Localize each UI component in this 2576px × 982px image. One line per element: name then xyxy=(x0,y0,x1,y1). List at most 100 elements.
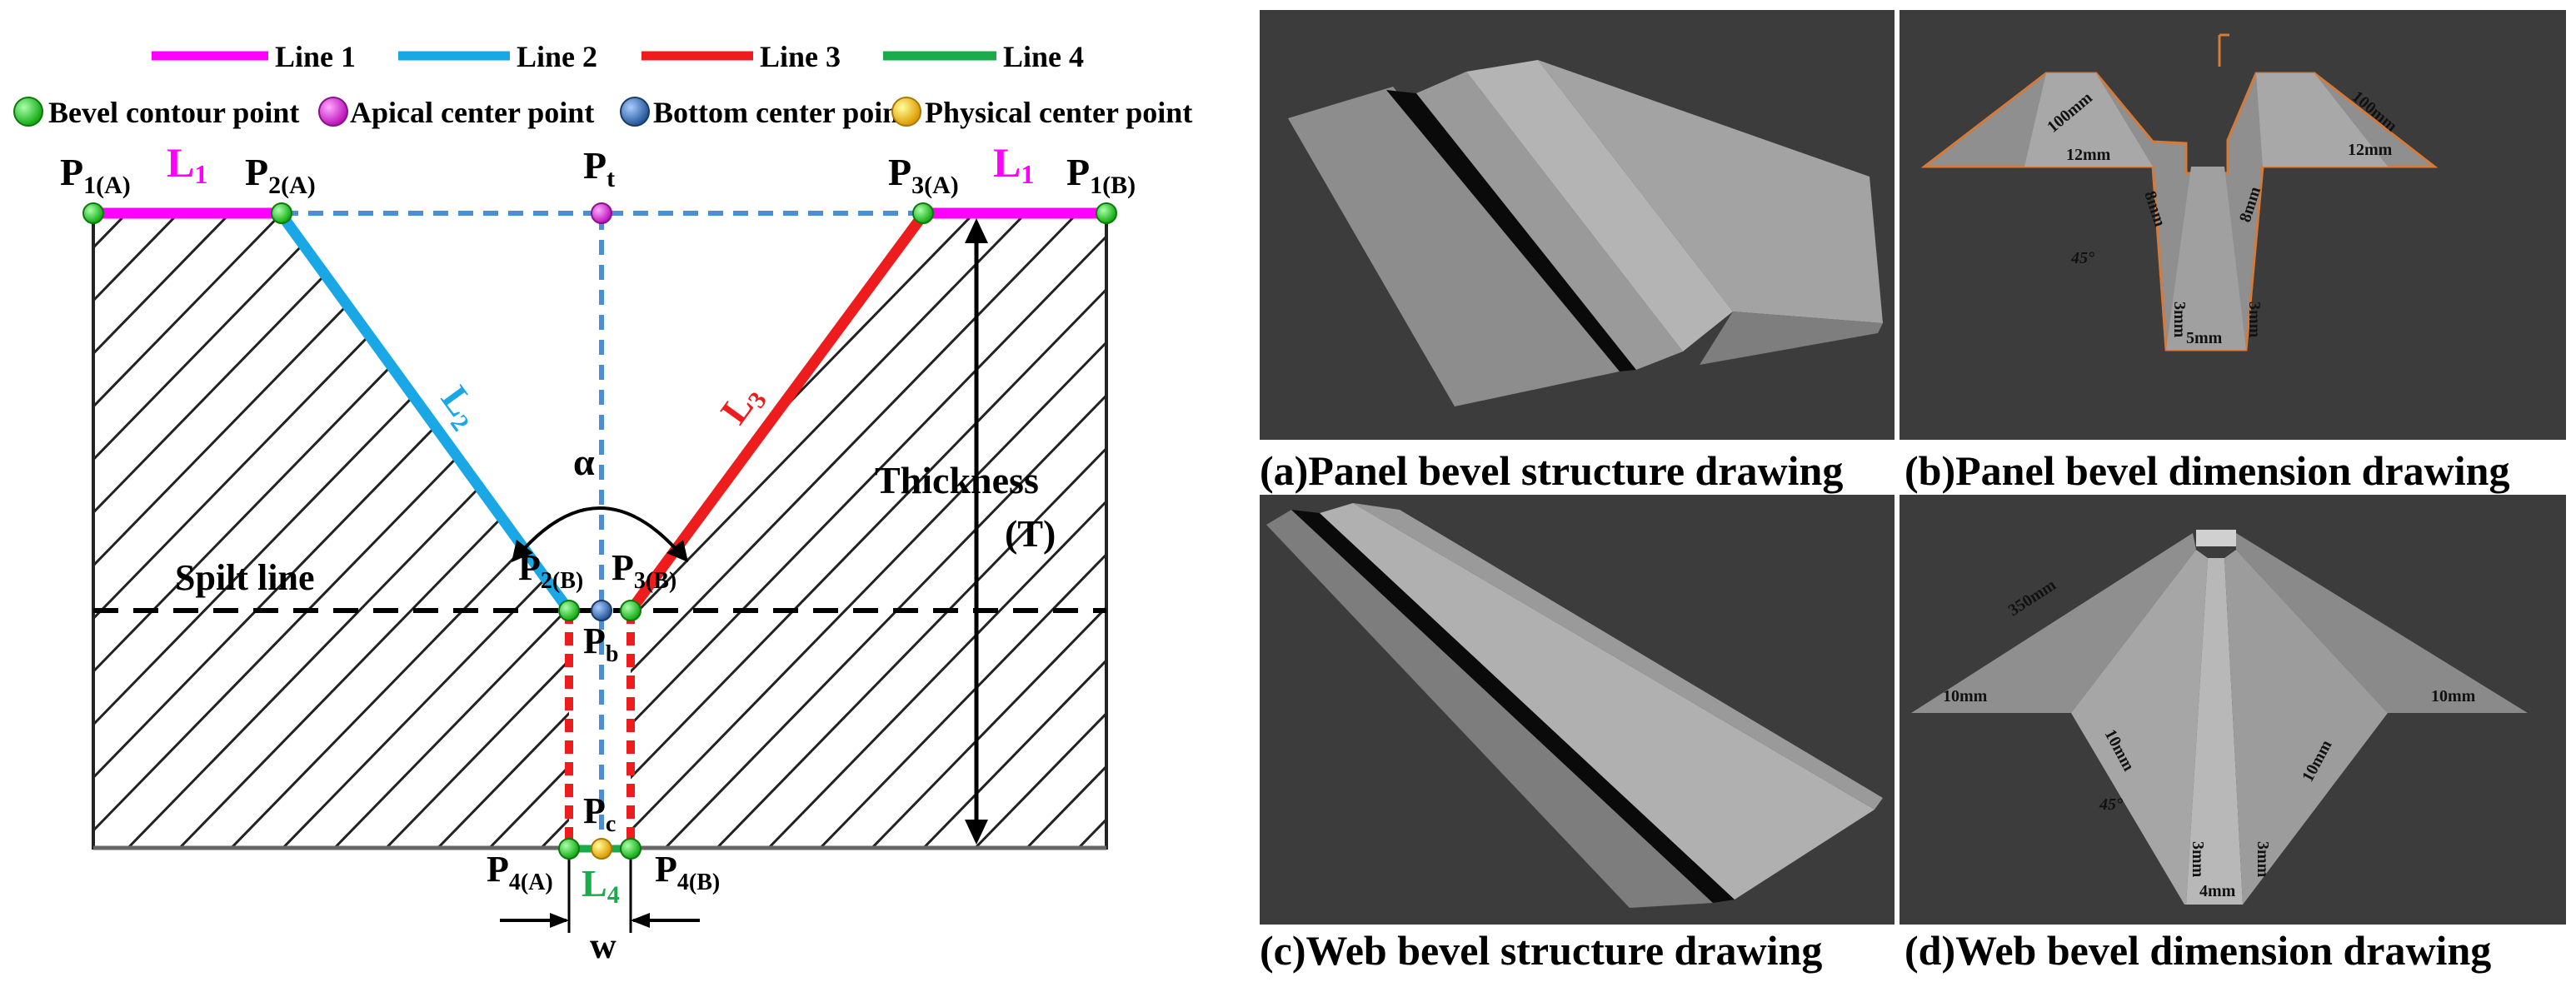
legend-contour-point-label: Bevel contour point xyxy=(48,96,299,129)
panel-d-dim-4: 4mm xyxy=(2199,882,2236,900)
point-p4b xyxy=(620,838,642,860)
hatch-line xyxy=(272,215,569,848)
legend-apical-point-label: Apical center point xyxy=(350,96,594,129)
label-pb: Pb xyxy=(583,621,618,667)
hatch-line xyxy=(427,215,569,848)
panel-d-left-inner xyxy=(2071,550,2208,905)
panel-d-right-face xyxy=(2236,533,2528,713)
hatch-line xyxy=(0,208,28,858)
point-p1b xyxy=(1096,202,1117,224)
panel-d-root xyxy=(2186,558,2243,905)
panel-a-edge xyxy=(1700,312,1883,365)
point-pb xyxy=(591,600,612,621)
legend-physical-point-icon xyxy=(891,97,921,127)
hatch-line xyxy=(93,215,133,848)
panel-a-top-face xyxy=(1466,60,1733,351)
hatch-line xyxy=(631,215,877,848)
panel-b-dim-45: 45° xyxy=(2070,249,2094,267)
panel-d-caption: (d)Web bevel dimension drawing xyxy=(1905,927,2491,974)
panel-a: (a)Panel bevel structure drawing xyxy=(1260,10,1895,494)
alpha-arrow-right xyxy=(666,540,688,562)
label-thickness-symbol: (T) xyxy=(1005,512,1056,555)
point-p4a xyxy=(558,838,580,860)
label-l1-left: L1 xyxy=(167,139,207,189)
point-p1a xyxy=(82,202,104,224)
hatch-line xyxy=(583,208,1216,858)
hatch-line xyxy=(375,215,569,848)
panel-d-dim-10-right: 10mm xyxy=(2431,687,2476,705)
hatch-line xyxy=(631,215,981,848)
label-l4: L4 xyxy=(582,862,620,909)
panel-b-left-bevel-face xyxy=(2024,73,2153,167)
hatch-line xyxy=(964,215,1106,848)
hatch-line xyxy=(912,215,1106,848)
thickness-arrow-bottom xyxy=(965,820,988,845)
left-plate-outline xyxy=(92,215,569,850)
panel-b-right-bevel-face xyxy=(2256,73,2388,167)
point-pt xyxy=(591,202,612,224)
legend-apical-point-icon xyxy=(318,97,348,127)
width-arrowhead-right xyxy=(631,913,650,928)
label-p1a: P1(A) xyxy=(60,151,131,199)
panel-c-top-face xyxy=(1320,503,1875,900)
label-alpha: α xyxy=(573,441,595,483)
legend-line4-label: Line 4 xyxy=(1003,40,1084,73)
legend-bottom-point-icon xyxy=(620,97,650,127)
width-arrowhead-left xyxy=(550,913,569,928)
panel-a-caption: (a)Panel bevel structure drawing xyxy=(1260,447,1843,494)
hatch-line xyxy=(631,215,1032,848)
hatch-line xyxy=(93,215,547,848)
hatch-line xyxy=(654,215,1106,848)
panel-a-left-face xyxy=(1288,87,1620,406)
panel-b-caption: (b)Panel bevel dimension drawing xyxy=(1905,447,2509,494)
alpha-arc xyxy=(522,506,678,551)
hatch-line xyxy=(93,215,443,848)
hatch-line xyxy=(631,215,774,848)
panel-b-root xyxy=(2166,167,2246,350)
legend-contour-point-icon xyxy=(13,97,43,127)
hatch-line xyxy=(93,215,392,848)
label-split-line: Spilt line xyxy=(175,557,315,598)
hatch-line xyxy=(168,215,569,848)
legend-line1-label: Line 1 xyxy=(275,40,356,73)
hatch-line xyxy=(93,215,569,848)
panel-b-dim-3-left: 3mm xyxy=(2170,302,2189,338)
panel-d-dim-10-left: 10mm xyxy=(1943,687,1988,705)
hatch-line xyxy=(809,215,1106,848)
panel-d: 350mm 10mm 10mm 10mm 10mm 45° 3mm 3mm 4m… xyxy=(1900,495,2566,974)
panel-d-dim-45: 45° xyxy=(2099,795,2123,814)
hatch-line xyxy=(117,215,569,848)
point-p2a xyxy=(271,202,292,224)
legend-physical-point-label: Physical center point xyxy=(925,96,1192,129)
hatch-line xyxy=(0,208,80,858)
point-p3a xyxy=(912,202,934,224)
panel-c: (c)Web bevel structure drawing xyxy=(1260,495,1895,974)
legend-line2-label: Line 2 xyxy=(517,40,597,73)
legend: Line 1 Line 2 Line 3 Line 4 Bevel contou… xyxy=(13,40,1192,129)
panel-a-right-face xyxy=(1538,60,1883,323)
panel-c-caption: (c)Web bevel structure drawing xyxy=(1260,927,1822,974)
panel-b-dim-5: 5mm xyxy=(2186,329,2223,347)
point-p2b xyxy=(558,600,580,621)
hatch-line xyxy=(0,208,566,858)
label-p2a: P2(A) xyxy=(245,151,316,199)
hatch-line xyxy=(631,215,1106,848)
legend-line3-label: Line 3 xyxy=(760,40,841,73)
thickness-arrow-top xyxy=(965,218,988,243)
panel-c-groove xyxy=(1291,510,1735,903)
panel-c-far-face xyxy=(1353,503,1883,810)
panel-b-dim-12-right: 12mm xyxy=(2348,141,2393,159)
hatch-line xyxy=(631,215,1084,848)
panel-d-right-inner xyxy=(2224,550,2388,905)
panel-b: 100mm 100mm 12mm 12mm 8mm 8mm 45° 3mm 3m… xyxy=(1900,10,2566,494)
hatch-line xyxy=(631,215,1106,848)
panel-d-dim-3-right: 3mm xyxy=(2254,841,2272,878)
hatch-line xyxy=(631,215,722,848)
hatch-line xyxy=(861,215,1106,848)
legend-bottom-point-label: Bottom center point xyxy=(653,96,909,129)
hatch-line xyxy=(0,208,514,858)
panel-d-dim-3-left: 3mm xyxy=(2189,841,2207,878)
hatch-line xyxy=(631,215,1106,848)
hatch-line xyxy=(631,215,929,848)
